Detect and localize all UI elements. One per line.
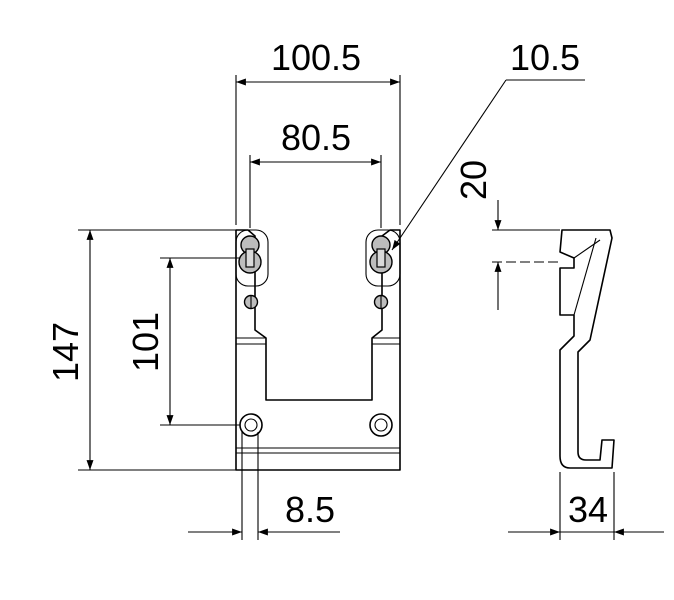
dim-hole-vertical-spacing: 101 <box>125 312 166 372</box>
right-lower-hole <box>369 413 393 437</box>
dim-profile-depth: 34 <box>568 489 608 530</box>
dim-overall-height: 147 <box>45 322 86 382</box>
dim-overall-width: 100.5 <box>271 37 361 78</box>
dim-hole-spacing: 80.5 <box>281 117 351 158</box>
side-view <box>559 229 615 469</box>
dimension-lines: 100.5 80.5 10.5 147 101 8.5 20 <box>45 37 664 540</box>
dim-hole-diameter: 10.5 <box>510 37 580 78</box>
dim-profile-top-height: 20 <box>453 160 494 200</box>
profile-edge-2 <box>573 237 597 316</box>
front-view <box>235 229 401 471</box>
left-lower-hole <box>239 413 263 437</box>
dim-hole-diameter-leader <box>391 79 507 251</box>
right-keyhole-slot <box>365 229 401 287</box>
profile-edge-1 <box>573 239 601 259</box>
hook-profile <box>559 229 615 469</box>
dim-lower-hole-offset: 8.5 <box>285 489 335 530</box>
left-keyhole-slot <box>235 229 269 287</box>
